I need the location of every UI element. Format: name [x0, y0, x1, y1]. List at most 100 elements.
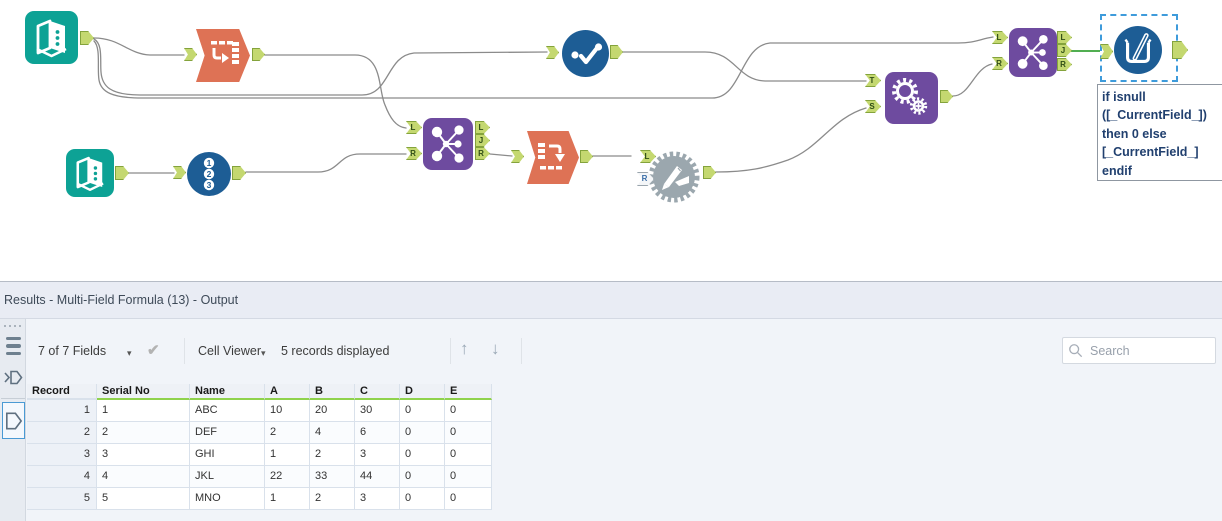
- table-cell[interactable]: 22: [265, 466, 310, 488]
- input-data-tool-1[interactable]: [25, 11, 78, 64]
- crosstab-input-anchor[interactable]: [511, 150, 524, 163]
- unique-input-anchor[interactable]: [546, 46, 559, 59]
- apply-check-icon[interactable]: ✔: [147, 342, 160, 359]
- column-header[interactable]: A: [265, 384, 310, 400]
- cross-tab-tool[interactable]: [527, 131, 579, 184]
- column-header[interactable]: D: [400, 384, 445, 400]
- chevron-down-icon[interactable]: ▾: [261, 348, 266, 358]
- table-cell[interactable]: 0: [400, 400, 445, 422]
- output-anchor-view-button-selected[interactable]: [2, 402, 25, 439]
- join-icon: [431, 125, 464, 163]
- tool-annotation[interactable]: if isnull ([_CurrentField_]) then 0 else…: [1097, 84, 1222, 181]
- column-header[interactable]: E: [445, 384, 492, 400]
- column-header[interactable]: B: [310, 384, 355, 400]
- table-cell[interactable]: 0: [445, 444, 492, 466]
- results-panel: Results - Multi-Field Formula (13) - Out…: [0, 281, 1222, 521]
- gears-plus-icon: [892, 78, 928, 115]
- table-cell[interactable]: 1: [265, 488, 310, 510]
- join2-input-left-anchor[interactable]: L: [992, 31, 1008, 44]
- column-header[interactable]: Record: [27, 384, 97, 400]
- join-tool-1[interactable]: [423, 118, 473, 170]
- table-cell[interactable]: 20: [310, 400, 355, 422]
- macro-tool[interactable]: [648, 151, 700, 203]
- table-cell[interactable]: 0: [445, 422, 492, 444]
- input-anchor-view-button[interactable]: [2, 362, 25, 392]
- unique-output-anchor[interactable]: [610, 45, 623, 59]
- table-cell[interactable]: 0: [400, 466, 445, 488]
- table-cell[interactable]: 33: [310, 466, 355, 488]
- cell-viewer-dropdown[interactable]: Cell Viewer: [198, 344, 261, 358]
- join1-output-left-anchor[interactable]: L: [475, 121, 490, 134]
- transpose-tool[interactable]: [196, 29, 250, 82]
- metadata-view-button[interactable]: [2, 333, 25, 359]
- table-cell[interactable]: 0: [445, 400, 492, 422]
- join1-input-right-anchor[interactable]: R: [406, 147, 422, 160]
- table-cell[interactable]: 2: [97, 422, 190, 444]
- table-cell[interactable]: JKL: [190, 466, 265, 488]
- move-down-arrow-button[interactable]: ↓: [491, 339, 500, 358]
- table-cell[interactable]: GHI: [190, 444, 265, 466]
- row-number-cell[interactable]: 2: [27, 422, 97, 444]
- append-output-anchor[interactable]: [940, 90, 953, 103]
- join2-output-left-anchor[interactable]: L: [1057, 31, 1072, 44]
- join1-input-left-anchor[interactable]: L: [406, 121, 422, 134]
- table-cell[interactable]: 2: [310, 488, 355, 510]
- table-cell[interactable]: 0: [445, 488, 492, 510]
- workflow-canvas[interactable]: 1 2 3 L R L J R: [0, 0, 1222, 281]
- macro-output-anchor[interactable]: [703, 166, 716, 179]
- table-cell[interactable]: 3: [355, 444, 400, 466]
- column-header[interactable]: Name: [190, 384, 265, 400]
- row-number-cell[interactable]: 3: [27, 444, 97, 466]
- recordid-input-anchor[interactable]: [173, 166, 186, 179]
- table-cell[interactable]: 1: [265, 444, 310, 466]
- join2-output-join-anchor[interactable]: J: [1057, 44, 1072, 57]
- table-cell[interactable]: 4: [310, 422, 355, 444]
- table-cell[interactable]: 30: [355, 400, 400, 422]
- table-cell[interactable]: MNO: [190, 488, 265, 510]
- join1-output-right-anchor[interactable]: R: [475, 147, 490, 160]
- append-fields-tool[interactable]: [885, 72, 938, 124]
- table-cell[interactable]: 5: [97, 488, 190, 510]
- row-number-cell[interactable]: 1: [27, 400, 97, 422]
- table-cell[interactable]: 3: [355, 488, 400, 510]
- table-cell[interactable]: 0: [400, 422, 445, 444]
- table-cell[interactable]: 0: [400, 488, 445, 510]
- recordid-output-anchor[interactable]: [232, 166, 246, 180]
- fields-dropdown[interactable]: 7 of 7 Fields: [38, 344, 107, 358]
- crosstab-output-anchor[interactable]: [580, 150, 593, 163]
- transpose-output-anchor[interactable]: [252, 48, 265, 61]
- table-cell[interactable]: 3: [97, 444, 190, 466]
- join2-output-right-anchor[interactable]: R: [1057, 58, 1072, 71]
- table-cell[interactable]: 6: [355, 422, 400, 444]
- join2-input-right-anchor[interactable]: R: [992, 57, 1008, 70]
- input2-output-anchor[interactable]: [115, 166, 129, 180]
- row-number-cell[interactable]: 4: [27, 466, 97, 488]
- append-input-sources-anchor[interactable]: S: [865, 100, 881, 113]
- table-cell[interactable]: ABC: [190, 400, 265, 422]
- join1-output-join-anchor[interactable]: J: [475, 134, 490, 147]
- input-data-tool-2[interactable]: [66, 149, 114, 197]
- row-number-cell[interactable]: 5: [27, 488, 97, 510]
- move-up-arrow-button[interactable]: ↑: [460, 339, 469, 358]
- table-cell[interactable]: 0: [445, 466, 492, 488]
- column-header[interactable]: C: [355, 384, 400, 400]
- append-input-targets-anchor[interactable]: T: [865, 74, 881, 87]
- multi-field-formula-tool[interactable]: [1114, 26, 1162, 74]
- table-cell[interactable]: 44: [355, 466, 400, 488]
- table-cell[interactable]: 4: [97, 466, 190, 488]
- table-cell[interactable]: 0: [400, 444, 445, 466]
- table-cell[interactable]: 2: [310, 444, 355, 466]
- table-cell[interactable]: 10: [265, 400, 310, 422]
- join-tool-2[interactable]: [1009, 28, 1057, 77]
- chevron-down-icon[interactable]: ▾: [127, 348, 132, 358]
- search-input[interactable]: [1062, 337, 1216, 364]
- unique-tool[interactable]: [562, 30, 609, 77]
- table-cell[interactable]: DEF: [190, 422, 265, 444]
- input1-output-anchor[interactable]: [80, 31, 94, 45]
- column-header[interactable]: Serial No: [97, 384, 190, 400]
- transpose-input-anchor[interactable]: [184, 48, 197, 61]
- table-cell[interactable]: 1: [97, 400, 190, 422]
- table-cell[interactable]: 2: [265, 422, 310, 444]
- record-id-tool[interactable]: 1 2 3: [187, 152, 231, 196]
- mff-output-anchor[interactable]: [1172, 41, 1188, 59]
